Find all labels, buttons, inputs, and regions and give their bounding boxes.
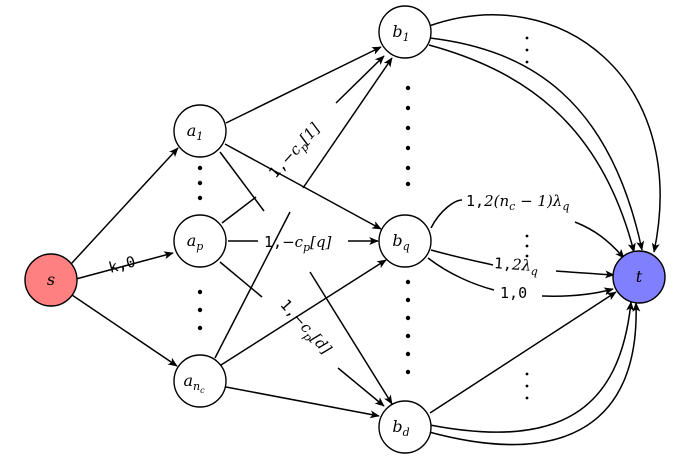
dot: [525, 36, 529, 40]
edge-a1-bd: [219, 151, 265, 212]
edge-bq-t-bot-cont: [541, 287, 614, 297]
edge-anc-bq: [220, 259, 387, 366]
edge-b1-t-2: [429, 37, 645, 251]
nodes: s t a1 ap anc b1 bq bd: [24, 5, 666, 454]
dot: [197, 289, 203, 295]
node-ap-circle: [173, 214, 227, 268]
node-anc-circle: [173, 354, 227, 408]
dot: [525, 60, 529, 64]
edge-ap-bd-seg2: [337, 367, 385, 407]
edges: [70, 14, 661, 446]
sink-node-circle: [612, 250, 666, 304]
edge-label-bq-t-top: 1,2(nc − 1)λq: [466, 192, 569, 213]
edge-label-bq-t-bot: 1,0: [500, 284, 527, 302]
node-label-ap: ap: [187, 231, 204, 253]
edge-a1-b1: [225, 46, 382, 124]
node-label-t: t: [636, 267, 643, 286]
dot: [405, 181, 411, 187]
edge-anc-bd: [225, 386, 380, 419]
edge-label-ap-b1: 1,−cp[1]: [265, 120, 326, 184]
edge-bq-t-top-cont: [574, 221, 625, 259]
node-label-bq: bq: [392, 231, 409, 253]
node-label-anc: anc: [183, 371, 205, 395]
dot: [525, 372, 529, 376]
edge-bd-t-2: [429, 301, 635, 433]
dot: [405, 145, 411, 151]
node-anc: anc: [173, 354, 227, 408]
node-label-bd: bd: [392, 417, 409, 439]
dot: [525, 244, 529, 248]
node-label-s: s: [47, 270, 55, 289]
edge-bq-t-top: [430, 199, 463, 229]
node-bq: bq: [378, 214, 432, 268]
source-node-circle: [24, 253, 78, 307]
dot: [525, 234, 529, 238]
node-label-a1: a1: [187, 121, 204, 143]
dot: [197, 195, 203, 201]
dot: [525, 48, 529, 52]
edge-bq-t-mid-cont: [555, 270, 615, 279]
edge-ap-b1-seg2: [335, 55, 385, 104]
dot: [197, 165, 203, 171]
dot: [197, 180, 203, 186]
node-ap: ap: [173, 214, 227, 268]
edge-label-ap-bd: 1,−cp[d]: [274, 296, 335, 360]
edge-bq-t-bot: [427, 257, 495, 291]
node-bd: bd: [378, 400, 432, 454]
edge-s-anc: [71, 294, 178, 367]
dot: [197, 325, 203, 331]
dot: [405, 333, 411, 339]
dot: [405, 165, 411, 171]
edge-bq-t-mid: [430, 249, 494, 266]
edge-label-bq-t-mid: 1,2λq: [493, 254, 539, 278]
dot: [405, 85, 411, 91]
dot: [405, 351, 411, 357]
node-label-b1: b1: [392, 22, 409, 44]
node-bq-circle: [378, 214, 432, 268]
edge-s-ap: [75, 251, 174, 280]
edge-b1-t-1: [428, 14, 661, 253]
edge-bd-t-3: [428, 302, 641, 446]
dot: [197, 307, 203, 313]
dot: [405, 315, 411, 321]
edge-a1-bq: [224, 143, 382, 230]
dot: [405, 369, 411, 375]
dot: [405, 125, 411, 131]
dot: [525, 396, 529, 400]
ellipsis-dots: [197, 36, 529, 400]
edge-anc-b1-seg2: [302, 57, 393, 189]
node-b1: b1: [378, 5, 432, 59]
node-bd-circle: [378, 400, 432, 454]
edge-label-ap-bq: 1,−cp[q]: [264, 233, 332, 254]
node-s: s: [24, 253, 78, 307]
dot: [525, 254, 529, 258]
edge-ap-b1-seg1: [221, 196, 257, 224]
node-b1-circle: [378, 5, 432, 59]
dot: [525, 384, 529, 388]
edge-ap-bd-seg1: [219, 261, 263, 298]
node-a1-circle: [173, 104, 227, 158]
node-t: t: [612, 250, 666, 304]
node-a1: a1: [173, 104, 227, 158]
dot: [405, 279, 411, 285]
dot: [405, 105, 411, 111]
edge-bd-t-1: [429, 291, 617, 414]
edge-a1-bd-cont: [309, 271, 393, 405]
edge-anc-b1-seg1: [214, 211, 291, 359]
edge-s-a1: [70, 147, 179, 265]
dot: [405, 297, 411, 303]
edge-b1-t-3: [428, 44, 636, 253]
edge-label-s-a: k,0: [107, 252, 138, 276]
